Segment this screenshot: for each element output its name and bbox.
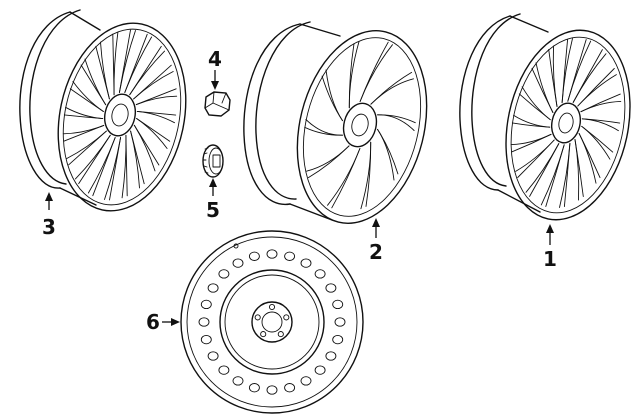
spoke-line <box>133 71 174 100</box>
spoke-line <box>100 41 110 100</box>
spoke-line <box>104 137 122 200</box>
wheel-2-illustration <box>243 21 428 224</box>
spoke-line <box>113 31 119 96</box>
spoke-line <box>377 114 415 131</box>
spoke-line <box>130 130 140 189</box>
vent-hole <box>284 251 296 261</box>
vent-hole <box>207 283 219 293</box>
callout-2: 2 <box>369 218 383 264</box>
vent-hole <box>200 334 212 345</box>
callout-label-2: 2 <box>369 240 383 264</box>
spoke-line <box>121 134 127 199</box>
spoke-line <box>574 138 580 201</box>
spoke-line <box>135 95 178 106</box>
callout-3: 3 <box>42 192 56 239</box>
spoke-line <box>577 74 617 107</box>
vent-hole <box>266 385 278 395</box>
spoke-line <box>66 130 107 159</box>
callout-label-1: 1 <box>543 247 557 271</box>
spoke-line <box>521 86 551 121</box>
vent-hole <box>266 249 278 259</box>
callout-label-3: 3 <box>42 215 56 239</box>
spoke-line <box>136 110 175 124</box>
spoke-line <box>305 119 343 136</box>
vent-hole <box>332 299 344 310</box>
vent-hole <box>314 365 326 375</box>
lug-hole <box>277 331 284 338</box>
wheel-1-illustration <box>459 13 631 221</box>
vent-hole <box>232 258 244 268</box>
spoke-line <box>540 144 565 206</box>
lug-hole <box>268 303 276 311</box>
spoke-line <box>370 78 414 105</box>
vent-hole <box>325 351 337 361</box>
wheel-3-illustration <box>19 9 187 212</box>
callout-4: 4 <box>208 47 222 90</box>
vent-hole <box>300 376 312 386</box>
spoke-line <box>578 133 597 184</box>
vent-hole <box>284 383 296 393</box>
spoke-line <box>377 128 395 181</box>
lug-hole <box>283 314 290 321</box>
spoke-line <box>124 36 153 93</box>
callout-label-4: 4 <box>208 47 222 71</box>
lug-hole <box>260 331 267 338</box>
spoke-line <box>510 133 552 146</box>
vent-hole <box>300 258 312 268</box>
vent-hole <box>218 365 230 375</box>
spoke-line <box>72 81 104 112</box>
spoke-line <box>360 141 372 210</box>
vent-hole <box>200 299 212 310</box>
vent-hole <box>332 334 344 345</box>
spoke-line <box>74 134 111 180</box>
spoke-line <box>581 125 611 160</box>
callout-5: 5 <box>206 178 220 222</box>
spoke-line <box>129 50 166 96</box>
spoke-line <box>87 137 116 194</box>
vent-hole <box>232 376 244 386</box>
spoke-line <box>567 40 592 102</box>
spoke-line <box>84 58 107 106</box>
spoke-line <box>525 143 560 193</box>
callout-label-5: 5 <box>206 198 220 222</box>
callout-6: 6 <box>146 310 180 334</box>
spoke-line <box>513 114 551 128</box>
spoke-line <box>552 45 558 108</box>
callout-1: 1 <box>543 224 557 271</box>
spare-wheel-illustration <box>180 230 364 414</box>
spoke-line <box>306 145 350 172</box>
spoke-line <box>65 106 104 120</box>
spoke-line <box>559 142 571 208</box>
callout-label-6: 6 <box>146 310 160 334</box>
spoke-line <box>581 118 619 132</box>
spoke-line <box>325 69 343 122</box>
vent-hole <box>314 269 326 279</box>
vent-hole <box>248 383 260 393</box>
vent-hole <box>198 317 210 327</box>
spoke-line <box>572 53 607 103</box>
vent-hole <box>207 351 219 361</box>
spoke-line <box>561 38 573 104</box>
spoke-line <box>118 30 136 93</box>
center-cap-illustration <box>202 144 224 178</box>
spoke-line <box>580 100 622 113</box>
spoke-line <box>133 124 156 172</box>
spoke-line <box>62 124 105 135</box>
vent-hole <box>248 251 260 261</box>
vent-hole <box>325 283 337 293</box>
spoke-line <box>515 139 555 172</box>
vent-hole <box>334 317 346 327</box>
lug-hole <box>254 314 261 321</box>
lug-nut-illustration <box>204 91 231 117</box>
vent-hole <box>218 269 230 279</box>
spoke-line <box>327 148 361 206</box>
spoke-line <box>136 118 168 149</box>
spoke-line <box>359 44 393 102</box>
spoke-line <box>348 40 360 109</box>
spoke-line <box>535 62 554 113</box>
